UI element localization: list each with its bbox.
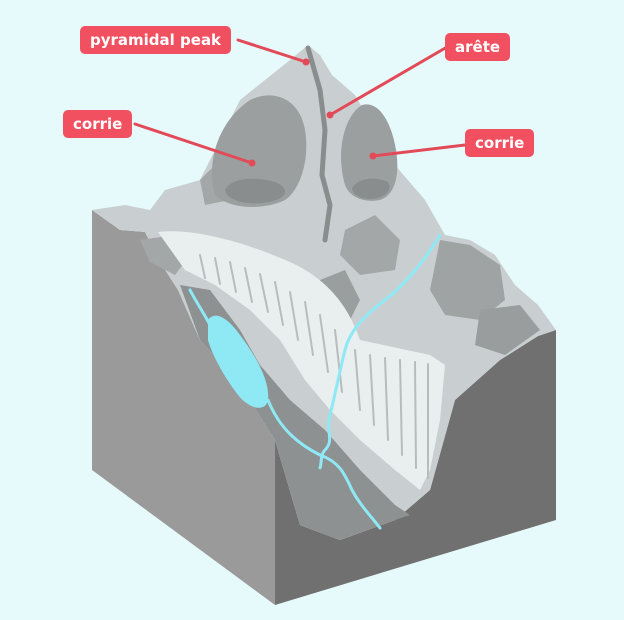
corrie-hollow-right (341, 104, 398, 201)
block-right-side (275, 330, 556, 605)
rock-patch-right-lower (475, 305, 540, 355)
block-left-side (92, 210, 275, 605)
leader-arete (328, 45, 449, 117)
leader-corrie-left (133, 122, 254, 165)
label-corrie-left: corrie (63, 110, 133, 138)
dot-corrie-left (248, 159, 256, 167)
rock-patch-center (340, 215, 400, 275)
corrie-hollow-left-floor (225, 178, 286, 204)
dot-peak (302, 58, 310, 66)
dot-corrie-right (369, 152, 377, 160)
leader-lines (133, 38, 467, 165)
label-corrie-right: corrie (465, 129, 535, 157)
leader-peak (236, 38, 308, 64)
stream-tributary (318, 233, 442, 470)
corrie-hollow-left (211, 95, 307, 207)
stream-main (188, 288, 382, 530)
corrie-hollow-right-floor (352, 178, 390, 199)
label-pyramidal-peak: pyramidal peak (80, 26, 232, 54)
dot-arete (326, 111, 334, 119)
arete-ridge (305, 45, 333, 243)
rock-patch-right (430, 240, 505, 320)
leader-dots (248, 58, 377, 167)
glacier-crevasses (199, 254, 429, 479)
ribbon-lake (208, 315, 269, 408)
leader-corrie-right (371, 143, 467, 158)
label-arete: arête (445, 33, 511, 61)
